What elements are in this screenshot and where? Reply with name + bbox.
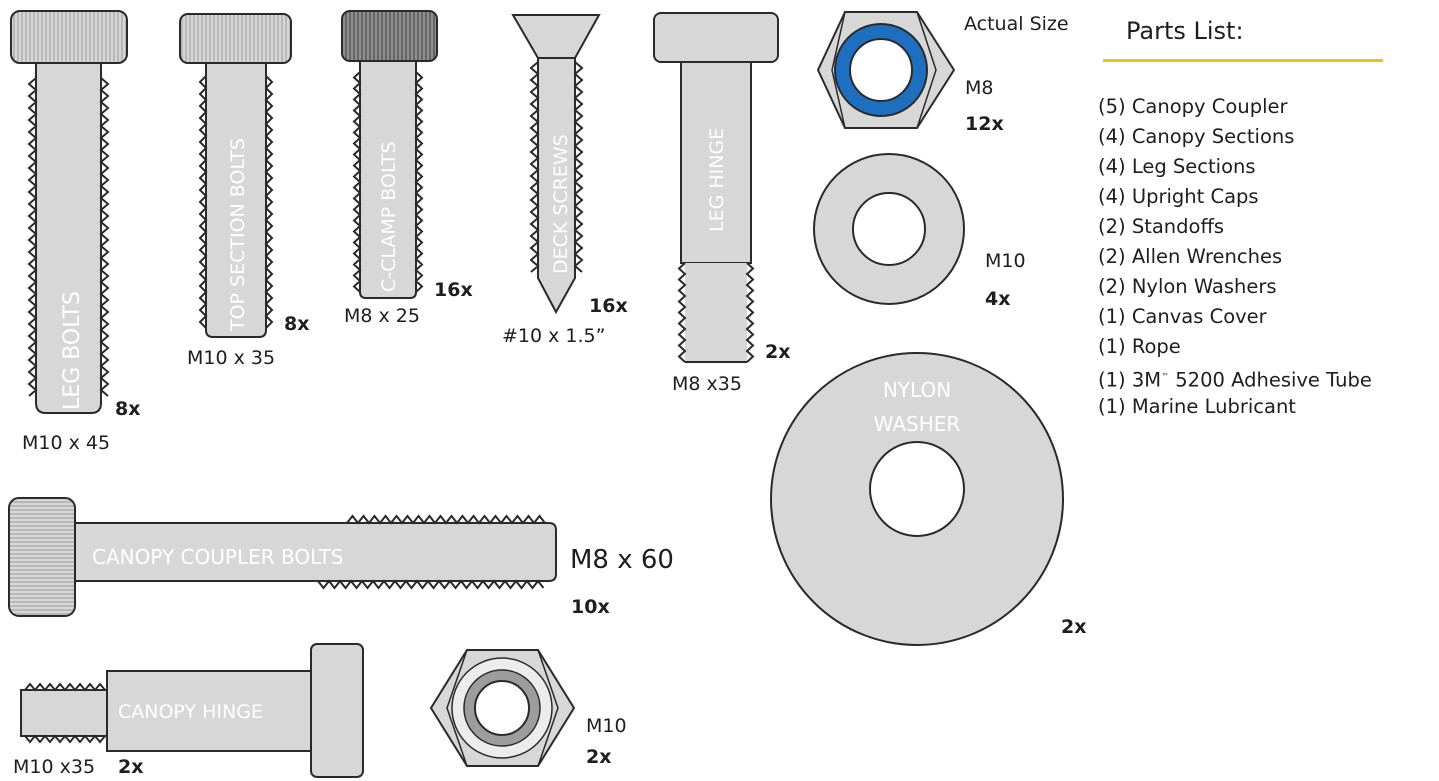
top-section-bolt-thread-right xyxy=(264,75,274,329)
leg-bolt-head xyxy=(10,10,128,64)
canopy-coupler-bolt-head xyxy=(8,497,76,617)
parts-list-item: (1) Rope xyxy=(1098,335,1181,358)
m8-nut-qty: 12x xyxy=(965,113,1004,135)
canopy-hinge-size: M10 x35 xyxy=(13,756,96,778)
canopy-coupler-bolts-size: M8 x 60 xyxy=(570,545,674,575)
m10-washer-qty: 4x xyxy=(985,288,1011,310)
canopy-coupler-bolt-thread-bottom xyxy=(317,579,545,590)
leg-bolt-name: LEG BOLTS xyxy=(60,291,85,410)
leg-bolt-thread-left xyxy=(27,77,38,397)
parts-list-item: (4) Canopy Sections xyxy=(1098,125,1295,148)
canopy-hinge-head xyxy=(310,643,364,778)
leg-hinge-thread-body xyxy=(685,263,747,362)
m8-nut-size: M8 xyxy=(965,77,994,99)
leg-hinge-head xyxy=(653,12,779,63)
leg-hinge-shoulder xyxy=(680,61,752,264)
leg-hinge-thread-left xyxy=(677,262,687,363)
c-clamp-bolt-drawing: C-CLAMP BOLTS xyxy=(341,10,438,299)
parts-list-item: (1) Canvas Cover xyxy=(1098,305,1267,328)
parts-list: (5) Canopy Coupler (4) Canopy Sections (… xyxy=(1098,92,1372,422)
canopy-hinge-thread-body xyxy=(20,689,108,737)
canopy-coupler-bolt-thread-top xyxy=(346,514,546,525)
m10-nut-hole xyxy=(474,680,530,736)
deck-screws-qty: 16x xyxy=(589,295,628,317)
top-section-bolt-head xyxy=(179,13,292,64)
c-clamp-bolt-thread-left xyxy=(352,71,362,293)
canopy-coupler-bolt-drawing: CANOPY COUPLER BOLTS xyxy=(8,497,557,617)
parts-list-item: (1) Marine Lubricant xyxy=(1098,395,1296,418)
m10-nut-size: M10 xyxy=(586,715,627,737)
canopy-hinge-thread-top xyxy=(24,682,106,692)
leg-bolt-drawing: LEG BOLTS xyxy=(10,10,128,414)
m10-nut-drawing xyxy=(429,649,576,767)
deck-screw-drawing: DECK SCREWS xyxy=(511,14,601,315)
canopy-hinge-thread-bottom xyxy=(24,734,106,744)
leg-bolts-qty: 8x xyxy=(115,398,141,420)
c-clamp-bolt-head xyxy=(341,10,438,62)
deck-screws-size: #10 x 1.5” xyxy=(502,325,606,347)
top-section-bolts-size: M10 x 35 xyxy=(187,347,276,369)
top-section-bolt-name: TOP SECTION BOLTS xyxy=(227,138,249,332)
canopy-hinge-drawing: CANOPY HINGE xyxy=(20,643,364,778)
leg-hinge-size: M8 x35 xyxy=(672,373,742,395)
m10-washer-size: M10 xyxy=(985,250,1026,272)
nylon-washer-drawing: NYLON WASHER xyxy=(770,352,1064,646)
m10-nut-qty: 2x xyxy=(586,746,612,768)
parts-list-item: (2) Standoffs xyxy=(1098,215,1225,238)
nylon-washer-qty: 2x xyxy=(1061,616,1087,638)
deck-screw-head xyxy=(511,14,601,59)
m8-nut-hole xyxy=(849,38,913,102)
adhesive-suffix: 5200 Adhesive Tube xyxy=(1169,368,1372,392)
nylon-washer-hole xyxy=(869,441,965,537)
deck-screw-thread-left xyxy=(529,61,540,273)
top-section-bolt-thread-left xyxy=(198,75,208,329)
nylon-washer-name-line1: NYLON xyxy=(883,378,951,402)
leg-bolts-size: M10 x 45 xyxy=(22,432,111,454)
trademark-mark: ™ xyxy=(1161,372,1170,381)
parts-list-item: (4) Leg Sections xyxy=(1098,155,1256,178)
deck-screw-thread-right xyxy=(573,61,584,273)
c-clamp-bolt-thread-right xyxy=(414,71,424,293)
canopy-coupler-bolt-name: CANOPY COUPLER BOLTS xyxy=(92,545,343,569)
m10-washer-drawing xyxy=(813,153,965,305)
canopy-coupler-bolts-qty: 10x xyxy=(571,596,610,618)
nylon-washer-name-line2: WASHER xyxy=(874,412,961,436)
parts-list-item: (4) Upright Caps xyxy=(1098,185,1259,208)
c-clamp-bolt-shank xyxy=(359,60,417,299)
parts-list-item: (2) Nylon Washers xyxy=(1098,275,1277,298)
top-section-bolt-drawing: TOP SECTION BOLTS xyxy=(179,13,292,338)
parts-list-item: (5) Canopy Coupler xyxy=(1098,95,1288,118)
parts-list-rule xyxy=(1103,59,1383,62)
deck-screw-name: DECK SCREWS xyxy=(550,134,572,274)
canopy-coupler-bolt-shank xyxy=(74,522,557,582)
canopy-hinge-qty: 2x xyxy=(118,756,144,778)
m8-nylon-nut-drawing xyxy=(816,11,956,129)
leg-hinge-drawing: LEG HINGE xyxy=(653,12,779,363)
canopy-hinge-shoulder xyxy=(106,670,312,752)
top-section-bolts-qty: 8x xyxy=(284,313,310,335)
m10-washer-hole xyxy=(852,192,926,266)
parts-list-title: Parts List: xyxy=(1126,17,1244,45)
adhesive-prefix: (1) 3M xyxy=(1098,368,1162,392)
leg-hinge-thread-right xyxy=(745,262,755,363)
parts-list-item-adhesive: (1) 3M™ 5200 Adhesive Tube xyxy=(1098,362,1372,392)
c-clamp-bolt-name: C-CLAMP BOLTS xyxy=(378,141,400,292)
parts-list-item: (2) Allen Wrenches xyxy=(1098,245,1283,268)
leg-hinge-qty: 2x xyxy=(765,341,791,363)
c-clamp-bolts-qty: 16x xyxy=(434,279,473,301)
top-section-bolt-shank xyxy=(205,62,267,338)
actual-size-note: Actual Size xyxy=(964,13,1069,35)
leg-hinge-name: LEG HINGE xyxy=(706,128,728,232)
leg-bolt-shank xyxy=(35,62,102,414)
leg-bolt-thread-right xyxy=(99,77,110,397)
c-clamp-bolts-size: M8 x 25 xyxy=(344,305,420,327)
canopy-hinge-name: CANOPY HINGE xyxy=(118,701,263,723)
